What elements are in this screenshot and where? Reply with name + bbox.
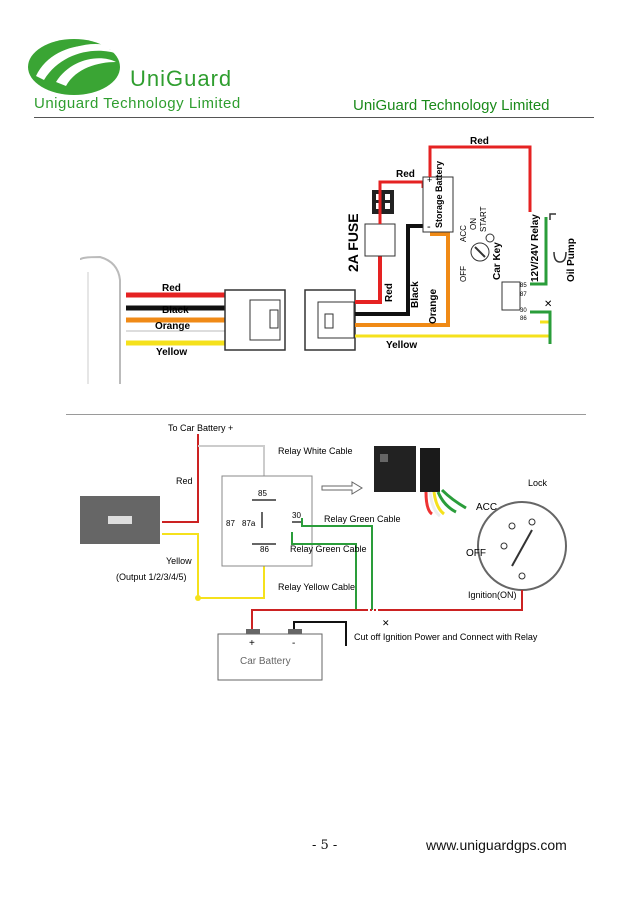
relay-white-cable-label: Relay White Cable — [278, 446, 353, 456]
vertical-red-label: Red — [384, 283, 395, 302]
ignition-on-label: Ignition(ON) — [468, 590, 517, 600]
bottom-yellow-label: Yellow — [166, 556, 192, 566]
svg-text:-: - — [292, 638, 295, 649]
output-label: (Output 1/2/3/4/5) — [116, 572, 187, 582]
svg-text:30: 30 — [292, 511, 301, 520]
connector-male — [224, 289, 286, 351]
svg-text:86: 86 — [520, 316, 527, 322]
wiring-diagram-top: Red Black Orange Yellow 2A FUSE Red Red … — [80, 136, 577, 384]
fuse-label: 2A FUSE — [345, 213, 361, 272]
fuse-red-label: Red — [396, 169, 415, 180]
off-label: OFF — [466, 548, 486, 559]
svg-text:+: + — [249, 638, 255, 649]
relay-green-cable-label-1: Relay Green Cable — [324, 514, 401, 524]
yellow-right-label: Yellow — [386, 340, 417, 351]
svg-text:85: 85 — [258, 489, 267, 498]
svg-text:30: 30 — [520, 308, 527, 314]
svg-text:ACC: ACC — [459, 225, 468, 242]
website-url: www.uniguardgps.com — [426, 837, 567, 853]
relay-yellow-cable-label: Relay Yellow Cable — [278, 582, 355, 592]
storage-battery-label: Storage Battery — [434, 161, 444, 228]
lock-label: Lock — [528, 478, 548, 488]
acc-label: ACC — [476, 502, 497, 513]
bottom-red-label: Red — [176, 476, 193, 486]
wiring-diagram-bottom: To Car Battery + Red Yellow (Output 1/2/… — [80, 423, 567, 681]
top-wire-yellow-label: Yellow — [156, 347, 187, 358]
relay-photo — [374, 446, 467, 518]
svg-text:87a: 87a — [242, 519, 256, 528]
bottom-cut-mark: ✕ — [382, 618, 390, 628]
connector-female — [304, 289, 356, 351]
svg-text:OFF: OFF — [459, 266, 468, 282]
section-divider — [66, 414, 586, 415]
svg-text:+: + — [427, 175, 432, 185]
relay-green-cable-label-2: Relay Green Cable — [290, 544, 367, 554]
svg-text:-: - — [427, 221, 431, 233]
cut-off-label: Cut off Ignition Power and Connect with … — [354, 632, 538, 642]
svg-text:86: 86 — [260, 545, 269, 554]
top-wire-orange-label: Orange — [155, 321, 190, 332]
uniguard-logo-icon — [28, 39, 120, 95]
car-battery-label: Car Battery — [240, 656, 291, 667]
vertical-black-label: Black — [410, 281, 421, 308]
svg-text:START: START — [479, 206, 488, 232]
car-key-label: Car Key — [492, 242, 503, 280]
relay-label: 12V/24V Relay — [530, 214, 541, 282]
brand-name: UniGuard — [130, 66, 233, 91]
top-wire-red-label: Red — [162, 283, 181, 294]
relay: 12V/24V Relay 85 87 30 86 — [501, 214, 541, 322]
oil-pump-label: Oil Pump — [566, 238, 577, 282]
svg-text:85: 85 — [520, 283, 527, 289]
vertical-orange-label: Orange — [428, 289, 439, 324]
company-name-left: Uniguard Technology Limited — [34, 95, 241, 112]
top-wire-black-label: Black — [162, 305, 189, 316]
tracker-device — [80, 496, 160, 544]
cut-mark: ✕ — [544, 299, 552, 310]
ignition-lock: Lock ACC OFF Ignition(ON) — [466, 478, 567, 600]
to-car-battery-label: To Car Battery + — [168, 423, 233, 433]
svg-text:ON: ON — [469, 218, 478, 230]
svg-text:87: 87 — [226, 519, 235, 528]
battery-red-label: Red — [470, 136, 489, 147]
company-name-right: UniGuard Technology Limited — [353, 97, 550, 114]
car-key-switch: OFF ACC ON START Car Key — [459, 206, 503, 282]
svg-text:87: 87 — [520, 292, 527, 298]
header-rule — [34, 117, 594, 118]
storage-battery: + - Storage Battery — [422, 161, 454, 233]
car-battery: + - Car Battery — [217, 629, 323, 681]
page-number: - 5 - — [312, 838, 338, 853]
relay-schematic: 85 87 87a 30 86 — [221, 475, 313, 567]
